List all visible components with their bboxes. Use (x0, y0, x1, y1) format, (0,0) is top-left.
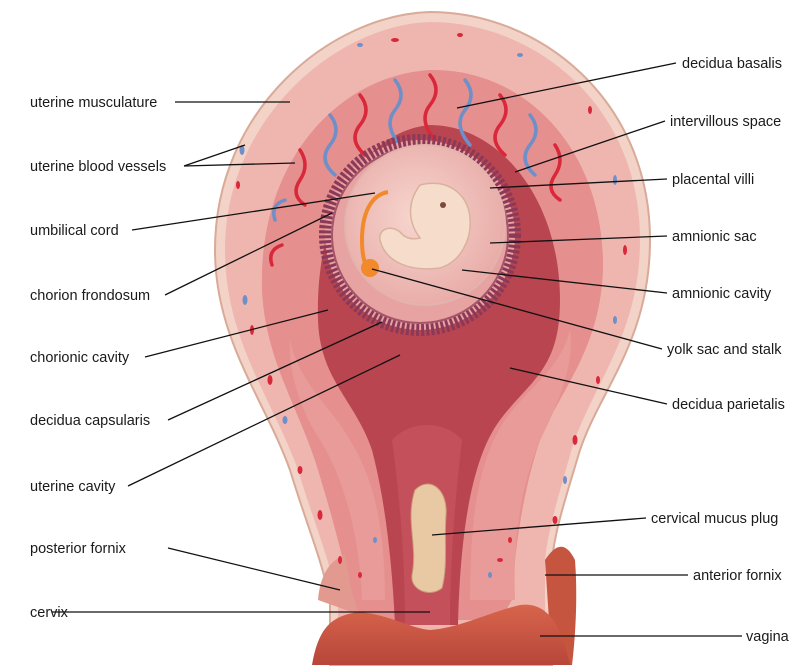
cervical-mucus-plug-shape (410, 483, 447, 593)
label-decidua-parietalis: decidua parietalis (672, 397, 785, 413)
uterine-blood-vessel-spots (236, 33, 627, 578)
leader-umbilical-cord (131, 192, 376, 231)
labels-left: uterine musculature uterine blood vessel… (30, 95, 166, 621)
label-chorion-frondosum: chorion frondosum (30, 288, 150, 304)
leader-placental-villi (489, 178, 668, 189)
posterior-fornix-shape (318, 555, 360, 615)
label-decidua-capsularis: decidua capsularis (30, 413, 150, 429)
leader-cervical-mucus-plug (431, 517, 647, 536)
decidua-parietalis-fold-right (470, 330, 571, 600)
label-uterine-musculature: uterine musculature (30, 95, 157, 111)
label-intervillous-space: intervillous space (670, 114, 781, 130)
leader-amnionic-sac (489, 235, 668, 244)
label-amnionic-cavity: amnionic cavity (672, 286, 772, 302)
leader-decidua-capsularis (167, 321, 383, 421)
leader-posterior-fornix (167, 547, 341, 591)
label-decidua-basalis: decidua basalis (682, 56, 782, 72)
decidua-parietalis-fold-left (289, 340, 385, 600)
leader-intervillous-space (514, 120, 666, 173)
leader-decidua-basalis (456, 62, 677, 109)
label-uterine-blood-vessels: uterine blood vessels (30, 159, 166, 175)
spiral-vessels (269, 73, 562, 267)
label-chorionic-cavity: chorionic cavity (30, 350, 130, 366)
label-placental-villi: placental villi (672, 172, 754, 188)
label-umbilical-cord: umbilical cord (30, 223, 119, 239)
leader-yolk-sac-and-stalk (371, 268, 663, 350)
leader-decidua-parietalis (509, 367, 668, 405)
leader-uterine-cavity (127, 354, 401, 487)
label-uterine-cavity: uterine cavity (30, 479, 116, 495)
leader-chorion-frondosum (164, 212, 333, 296)
label-amnionic-sac: amnionic sac (672, 229, 757, 245)
embryo-eye (440, 202, 446, 208)
leader-chorionic-cavity (144, 309, 329, 358)
leader-amnionic-cavity (461, 269, 668, 294)
labels-right: decidua basalis intervillous space place… (651, 56, 790, 645)
leader-lines (52, 62, 742, 637)
vagina-shape (312, 604, 570, 665)
label-yolk-sac-and-stalk: yolk sac and stalk (667, 342, 782, 358)
embryo-shape (379, 182, 471, 270)
label-anterior-fornix: anterior fornix (693, 568, 782, 584)
yolk-sac-shape (361, 259, 379, 277)
leader-uterine-blood-vessels-a (183, 144, 246, 167)
label-cervix: cervix (30, 605, 69, 621)
leader-uterine-blood-vessels-b (183, 162, 296, 167)
label-cervical-mucus-plug: cervical mucus plug (651, 511, 778, 527)
label-posterior-fornix: posterior fornix (30, 541, 127, 557)
label-vagina: vagina (746, 629, 790, 645)
